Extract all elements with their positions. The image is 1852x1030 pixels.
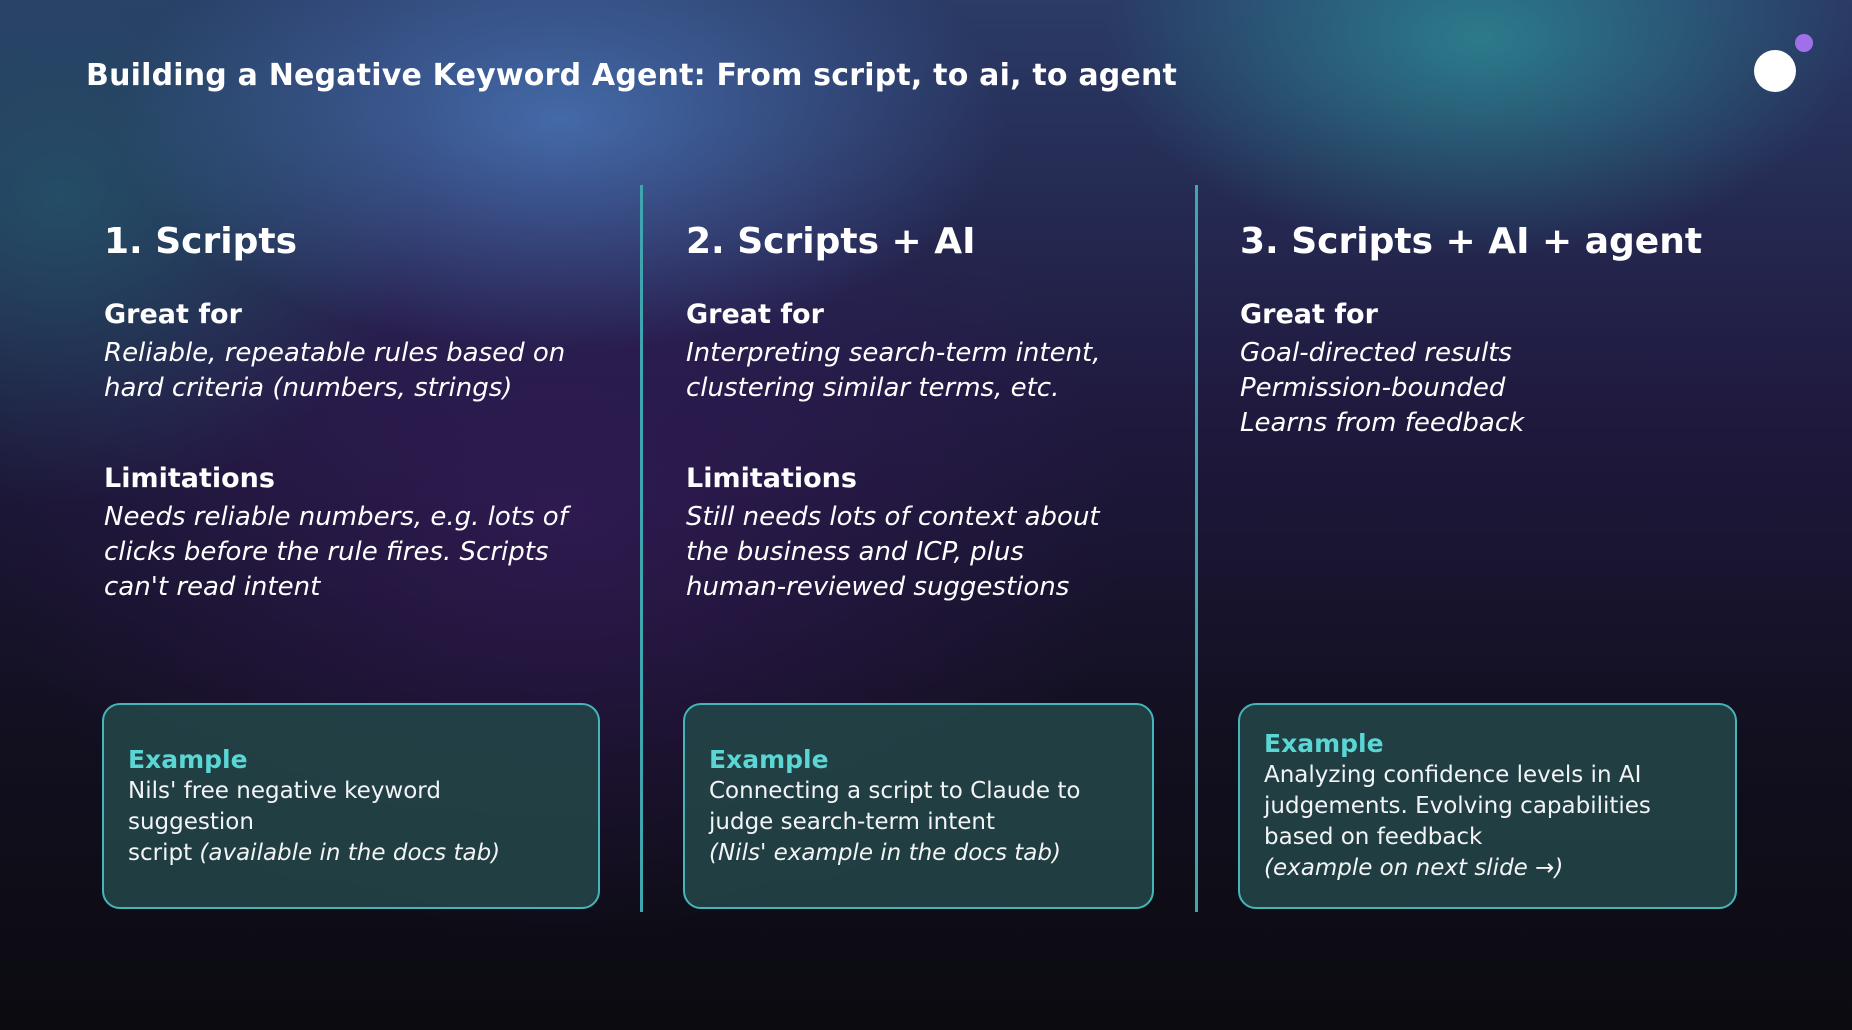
great-for-line: Interpreting search-term intent, [686,338,1101,368]
limitations-line: Needs reliable numbers, e.g. lots of [104,502,568,532]
example-card-scripts: Example Nils' free negative keyword sugg… [102,703,600,909]
column-divider-2 [1195,185,1198,912]
limitations-line: clicks before the rule fires. Scripts [104,537,549,567]
limitations-line: Still needs lots of context about [686,502,1100,532]
limitations-label: Limitations [686,463,857,494]
logo-dot-icon [1795,34,1813,52]
example-line: Analyzing confidence levels in AI [1264,762,1642,788]
limitations-line: human-reviewed suggestions [686,572,1070,602]
great-for-label: Great for [1240,299,1378,330]
column-heading: 1. Scripts [104,221,298,262]
great-for-line: clustering similar terms, etc. [686,373,1060,403]
great-for-line: hard criteria (numbers, strings) [104,373,513,403]
example-italic-note: (Nils' example in the docs tab) [709,839,1061,866]
great-for-text: Goal-directed results Permission-bounded… [1240,336,1760,441]
example-text: Connecting a script to Claude to judge s… [709,776,1128,869]
limitations-text: Needs reliable numbers, e.g. lots of cli… [104,500,624,605]
example-line: script (available in the docs tab) [128,838,574,869]
example-text: Nils' free negative keyword suggestion s… [128,776,574,869]
column-scripts-ai-agent: 3. Scripts + AI + agent Great for Goal-d… [1240,216,1760,441]
example-text: Analyzing confidence levels in AI judgem… [1264,760,1711,884]
great-for-line: Reliable, repeatable rules based on [104,338,566,368]
example-line: judgements. Evolving capabilities [1264,793,1651,819]
example-plain-text: script [128,839,200,866]
great-for-text: Reliable, repeatable rules based on hard… [104,336,624,406]
example-card-scripts-ai-agent: Example Analyzing confidence levels in A… [1238,703,1737,909]
great-for-line: Permission-bounded [1240,373,1506,403]
example-line: Connecting a script to Claude to [709,777,1081,804]
column-scripts-ai: 2. Scripts + AI Great for Interpreting s… [686,216,1206,605]
logo-circle-icon [1754,50,1796,92]
great-for-line: Goal-directed results [1240,338,1512,368]
column-heading: 3. Scripts + AI + agent [1240,221,1703,262]
example-label: Example [128,744,248,774]
example-line: Nils' free negative keyword suggestion [128,777,441,835]
example-line: judge search-term intent [709,808,995,835]
example-line: based on feedback [1264,824,1483,850]
great-for-text: Interpreting search-term intent, cluster… [686,336,1206,406]
example-card-scripts-ai: Example Connecting a script to Claude to… [683,703,1154,909]
example-label: Example [1264,729,1384,758]
limitations-line: can't read intent [104,572,321,602]
limitations-text: Still needs lots of context about the bu… [686,500,1206,605]
column-scripts: 1. Scripts Great for Reliable, repeatabl… [104,216,624,605]
example-italic-note: (available in the docs tab) [199,839,501,866]
great-for-label: Great for [104,299,242,330]
example-italic-note: (example on next slide →) [1264,855,1564,881]
example-label: Example [709,744,829,774]
great-for-label: Great for [686,299,824,330]
column-divider-1 [640,185,643,912]
great-for-line: Learns from feedback [1240,408,1525,438]
limitations-line: the business and ICP, plus [686,537,1024,567]
slide-title: Building a Negative Keyword Agent: From … [86,58,1178,93]
column-heading: 2. Scripts + AI [686,221,976,262]
limitations-label: Limitations [104,463,275,494]
